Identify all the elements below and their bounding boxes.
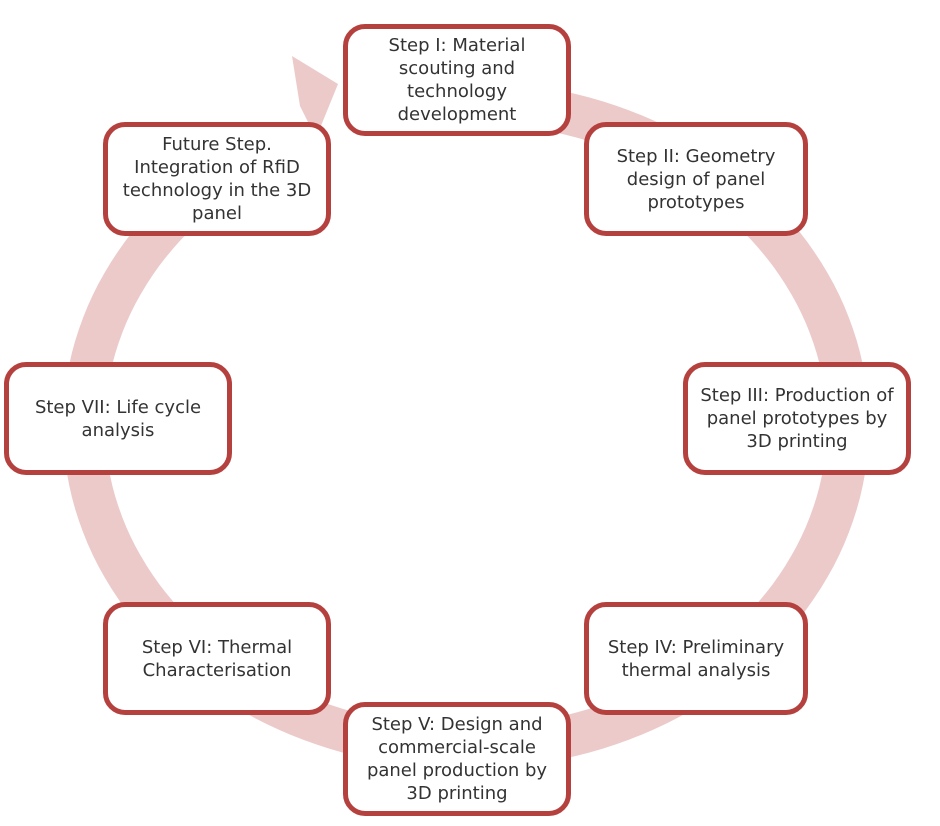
- step-1-box: Step I: Material scouting and technology…: [343, 24, 571, 136]
- step-6-label: Step VI: Thermal Characterisation: [141, 636, 293, 681]
- cycle-arrowhead-icon: [292, 56, 338, 138]
- step-4-label: Step IV: Preliminary thermal analysis: [607, 636, 785, 681]
- step-2-box: Step II: Geometry design of panel protot…: [584, 122, 808, 236]
- step-4-box: Step IV: Preliminary thermal analysis: [584, 602, 808, 715]
- step-5-label: Step V: Design and commercial-scale pane…: [366, 714, 548, 804]
- step-7-label: Step VII: Life cycle analysis: [34, 396, 202, 441]
- step-3-label: Step III: Production of panel prototypes…: [700, 385, 894, 452]
- future-step-box: Future Step. Integration of RfiD technol…: [103, 122, 331, 236]
- step-7-box: Step VII: Life cycle analysis: [4, 362, 232, 475]
- step-6-box: Step VI: Thermal Characterisation: [103, 602, 331, 715]
- step-1-label: Step I: Material scouting and technology…: [388, 35, 526, 125]
- step-2-label: Step II: Geometry design of panel protot…: [616, 145, 776, 213]
- step-5-box: Step V: Design and commercial-scale pane…: [343, 702, 571, 816]
- future-step-label: Future Step. Integration of RfiD technol…: [122, 134, 312, 224]
- step-3-box: Step III: Production of panel prototypes…: [683, 362, 911, 475]
